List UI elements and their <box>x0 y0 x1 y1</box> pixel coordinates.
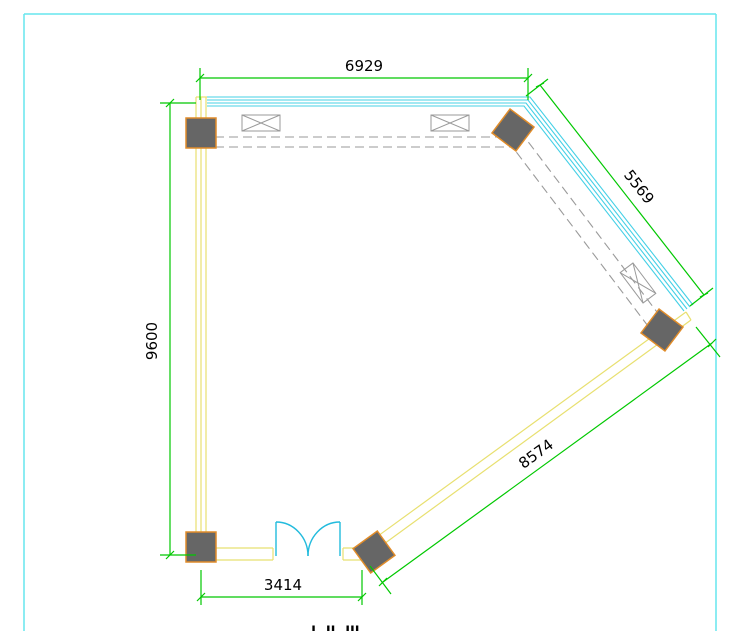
column-right <box>639 307 685 353</box>
wall-outlines <box>195 96 692 561</box>
columns <box>185 107 685 574</box>
drawing-caption: Ⅰ Ⅱ Ⅲ <box>310 621 361 631</box>
dimension-left <box>160 98 196 560</box>
beam-marker-top-right <box>430 114 470 132</box>
dimension-right-lower-label: 8574 <box>515 435 556 472</box>
double-door <box>275 521 341 557</box>
beam-marker-top-left <box>241 114 281 132</box>
dimension-right-upper <box>525 78 714 307</box>
hidden-beams <box>201 130 667 335</box>
dimension-left-label: 9600 <box>143 322 161 360</box>
dimension-top-label: 6929 <box>345 57 383 75</box>
column-top-right <box>490 107 536 153</box>
column-bottom-right <box>352 530 396 574</box>
dimension-right-upper-label: 5569 <box>620 166 658 207</box>
column-bottom-left <box>185 531 217 563</box>
column-top-left <box>185 117 217 149</box>
dimension-right-lower <box>369 326 721 595</box>
dimension-bottom-label: 3414 <box>264 576 302 594</box>
dimension-bottom <box>196 570 367 605</box>
beam-marker-right <box>619 262 657 304</box>
drawing-frame <box>23 13 717 631</box>
